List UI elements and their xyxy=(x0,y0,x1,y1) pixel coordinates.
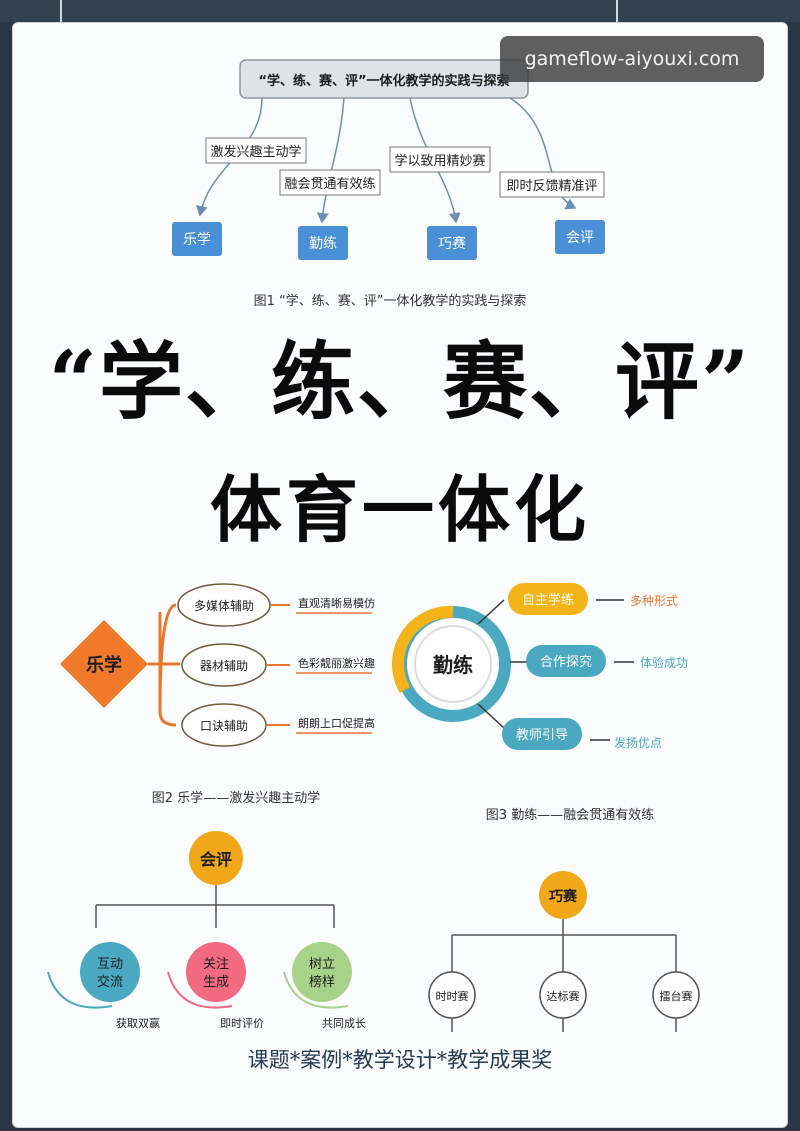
fig1-node-text: 乐学 xyxy=(183,232,211,248)
fig2-item-note: 朗朗上口促提高 xyxy=(298,716,375,730)
fig3-item-label: 合作探究 xyxy=(540,655,592,670)
figure-5: 巧赛 时时赛 达标赛 擂台赛 xyxy=(428,871,700,1032)
watermark-badge: gameflow-aiyouxi.com xyxy=(500,36,764,82)
fig4-item-circle xyxy=(292,942,352,1002)
fig3-center-circle xyxy=(414,625,492,703)
fig2-item-note: 色彩靓丽激兴趣 xyxy=(298,656,375,670)
fig1-caption: 图1 “学、练、赛、评”一体化教学的实践与探索 xyxy=(254,293,527,309)
fig3-caption: 图3 勤练——融会贯通有效练 xyxy=(486,808,654,823)
headline-line-1: “学、练、赛、评” xyxy=(48,332,752,431)
figure-3: 勤练 自主学练 合作探究 教师引导 多种形式 体验成功 发扬优点 图3 勤练——… xyxy=(392,583,688,823)
fig2-item-label: 器材辅助 xyxy=(200,659,248,673)
fig2-center-text: 乐学 xyxy=(86,654,122,676)
top-bar xyxy=(0,0,800,22)
fig3-connector xyxy=(477,599,505,625)
fig1-arrow xyxy=(509,97,577,210)
fig4-item-circle xyxy=(186,942,246,1002)
fig1-label: 激发兴趣主动学 xyxy=(210,144,301,160)
fig1-node-huiping xyxy=(555,220,605,254)
figure-2: 乐学 多媒体辅助 器材辅助 口诀辅助 直观清晰易模仿 色彩靓丽激兴趣 朗朗上口促… xyxy=(60,583,375,806)
fig4-swoosh xyxy=(283,971,349,1009)
fig2-caption: 图2 乐学——激发兴趣主动学 xyxy=(152,790,320,806)
fig4-item-note: 即时评价 xyxy=(220,1017,264,1030)
fig1-label-box xyxy=(389,146,491,173)
fig1-label-box xyxy=(499,171,605,198)
fig1-node-lexue xyxy=(172,222,222,256)
fig1-label: 即时反馈精准评 xyxy=(506,179,597,194)
fig4-item-note: 共同成长 xyxy=(322,1017,366,1030)
fig3-connector xyxy=(477,703,505,729)
fig3-item-note: 多种形式 xyxy=(630,594,678,608)
fig5-item-label: 达标赛 xyxy=(547,989,580,1003)
fig4-center-ball xyxy=(189,831,243,885)
fig5-center-ball xyxy=(539,871,587,919)
fig4-item-label: 交流 xyxy=(97,974,123,990)
fig4-item-label: 榜样 xyxy=(309,974,335,990)
fig3-ring-gold xyxy=(392,605,454,694)
fig1-label-box xyxy=(279,169,381,196)
fig4-item-label: 生成 xyxy=(203,975,229,990)
fig1-label: 融会贯通有效练 xyxy=(284,177,375,192)
fig3-item-label: 教师引导 xyxy=(516,727,568,743)
fig1-node-qinlian xyxy=(298,226,348,260)
fig1-root-text: “学、练、赛、评”一体化教学的实践与探索 xyxy=(258,73,509,89)
fig2-item-label: 口诀辅助 xyxy=(200,719,248,733)
fig5-item-label: 时时赛 xyxy=(436,989,469,1003)
figure-4: 会评 互动 交流 关注 生成 树立 榜样 获取双赢 即时评价 共同成长 xyxy=(47,831,366,1030)
fig1-node-text: 会评 xyxy=(566,230,594,246)
divider xyxy=(60,0,62,22)
fig4-item-label: 关注 xyxy=(203,957,229,972)
fig1-label-box xyxy=(205,137,307,164)
fig4-item-circle xyxy=(80,942,140,1002)
fig3-item-note: 体验成功 xyxy=(640,655,688,670)
fig5-center-text: 巧赛 xyxy=(549,888,578,905)
footer-text: 课题*案例*教学设计*教学成果奖 xyxy=(247,1048,553,1072)
fig3-item-note: 发扬优点 xyxy=(614,735,662,750)
fig1-label: 学以致用精妙赛 xyxy=(394,153,485,169)
fig3-item-pill xyxy=(502,718,582,750)
fig1-node-qiaosai xyxy=(427,226,477,260)
fig4-item-label: 互动 xyxy=(97,957,123,972)
fig4-swoosh xyxy=(167,971,233,1009)
fig3-item-pill xyxy=(526,645,606,677)
fig4-center-text: 会评 xyxy=(200,850,232,869)
fig2-item-note: 直观清晰易模仿 xyxy=(298,596,375,610)
fig3-item-label: 自主学练 xyxy=(522,592,574,608)
fig1-arrow xyxy=(316,97,345,224)
divider xyxy=(616,0,618,22)
fig1-node-text: 勤练 xyxy=(309,236,337,252)
fig5-item-label: 擂台赛 xyxy=(660,989,693,1003)
fig4-item-note: 获取双赢 xyxy=(116,1016,160,1030)
fig4-item-label: 树立 xyxy=(309,957,335,972)
fig2-diamond xyxy=(60,620,148,708)
fig4-swoosh xyxy=(47,971,113,1009)
poster-sheet xyxy=(12,22,788,1128)
fig3-center-text: 勤练 xyxy=(433,653,473,677)
fig1-node-text: 巧赛 xyxy=(438,236,466,252)
fig2-item-label: 多媒体辅助 xyxy=(194,599,254,613)
fig3-item-pill xyxy=(508,583,588,615)
fig2-bracket xyxy=(148,603,180,727)
headline-line-2: 体育一体化 xyxy=(209,467,590,552)
figure-1: “学、练、赛、评”一体化教学的实践与探索 激发兴趣主动学 融会贯通有效练 学以致… xyxy=(172,59,605,309)
